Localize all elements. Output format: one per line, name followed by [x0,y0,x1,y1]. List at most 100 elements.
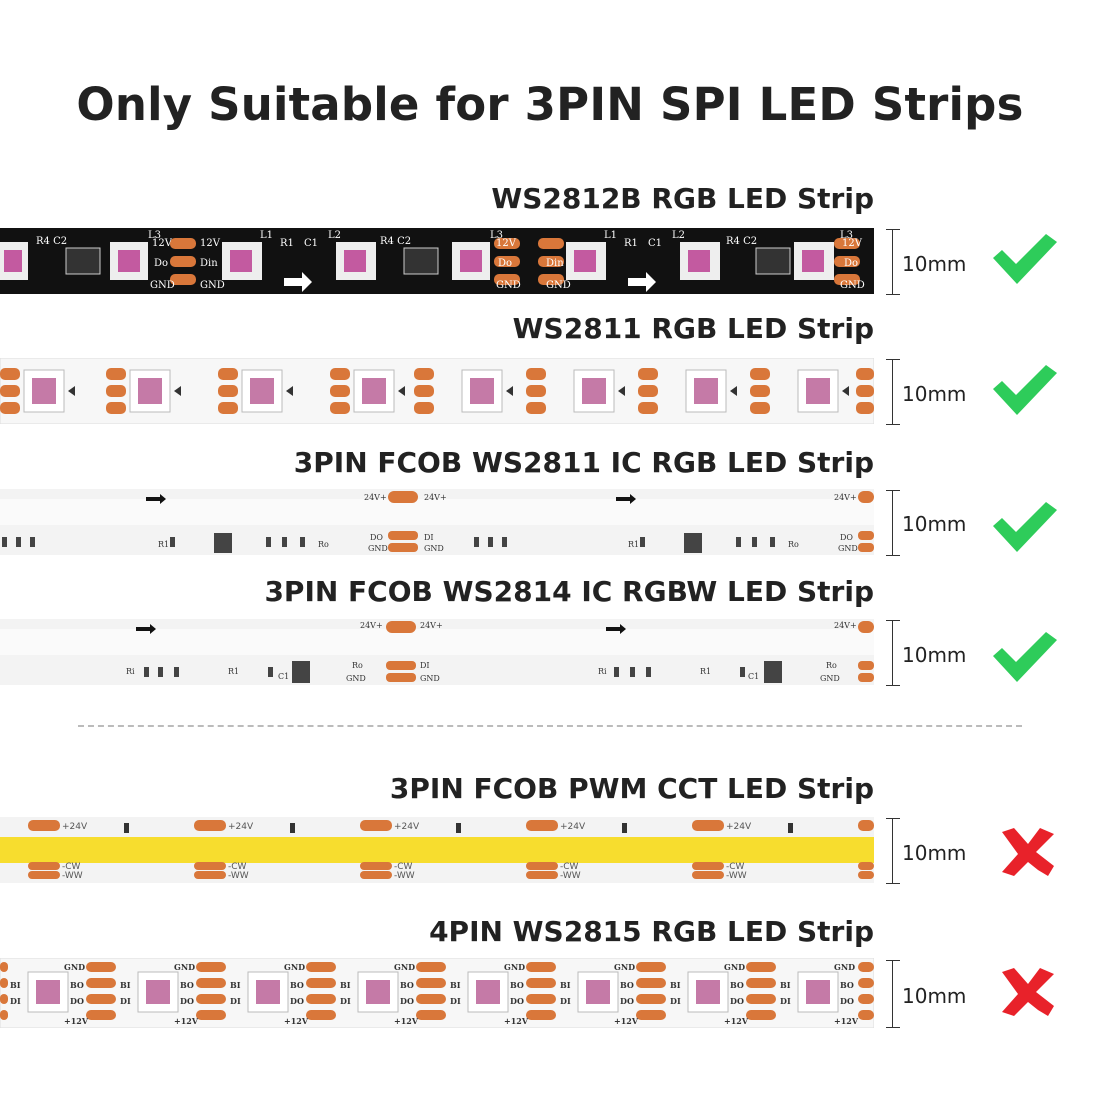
svg-text:BI: BI [120,980,131,990]
strip-label-fcob-cct: 3PIN FCOB PWM CCT LED Strip [389,772,874,805]
svg-text:DI: DI [670,996,681,1006]
svg-text:Ro: Ro [826,661,837,670]
svg-text:-WW: -WW [394,871,415,881]
svg-text:GND: GND [504,962,525,972]
svg-text:L3: L3 [148,230,161,241]
svg-text:GND: GND [838,544,858,553]
svg-text:BI: BI [450,980,461,990]
svg-text:-CW: -CW [62,862,81,872]
green-check-icon [990,232,1060,288]
svg-text:BI: BI [670,980,681,990]
svg-text:L1: L1 [260,230,273,241]
svg-text:C1: C1 [748,672,759,681]
svg-text:DO: DO [510,996,524,1006]
svg-text:+24V: +24V [726,822,752,832]
svg-text:BO: BO [180,980,194,990]
svg-text:BI: BI [560,980,571,990]
svg-text:+24V: +24V [228,822,254,832]
svg-text:GND: GND [420,674,440,683]
svg-text:12V: 12V [152,238,173,249]
svg-text:BO: BO [730,980,744,990]
svg-text:+12V: +12V [834,1016,859,1026]
width-dimension-bracket [886,620,900,686]
svg-text:+12V: +12V [724,1016,749,1026]
svg-text:-CW: -CW [394,862,413,872]
svg-text:DO: DO [370,533,383,542]
svg-text:R1: R1 [158,540,169,549]
svg-text:C1: C1 [304,238,318,249]
svg-text:+24V: +24V [560,822,586,832]
width-dimension-bracket [886,818,900,884]
svg-text:Ro: Ro [318,540,329,549]
svg-text:R4 C2: R4 C2 [36,236,67,247]
strip-label-ws2812b: WS2812B RGB LED Strip [491,182,874,215]
svg-text:DO: DO [70,996,84,1006]
svg-text:L3: L3 [840,230,853,241]
svg-text:DO: DO [400,996,414,1006]
svg-text:C1: C1 [278,672,289,681]
svg-text:Din: Din [546,258,564,269]
svg-text:DI: DI [424,533,434,542]
red-cross-icon [998,826,1058,878]
svg-text:Do: Do [154,258,168,269]
svg-text:R4 C2: R4 C2 [726,236,757,247]
svg-text:Do: Do [498,258,512,269]
svg-text:BO: BO [840,980,854,990]
svg-text:BO: BO [70,980,84,990]
svg-text:DI: DI [120,996,131,1006]
svg-text:+12V: +12V [174,1016,199,1026]
svg-text:+12V: +12V [614,1016,639,1026]
svg-text:+24V: +24V [62,822,88,832]
svg-text:DO: DO [840,533,853,542]
svg-text:GND: GND [200,280,225,291]
svg-text:DI: DI [340,996,351,1006]
svg-text:Ri: Ri [126,667,135,676]
svg-text:GND: GND [614,962,635,972]
width-dimension-text: 10mm [902,382,967,406]
svg-text:+12V: +12V [64,1016,89,1026]
svg-text:24V+: 24V+ [424,493,447,502]
svg-text:DO: DO [180,996,194,1006]
svg-text:+12V: +12V [394,1016,419,1026]
svg-text:BO: BO [290,980,304,990]
svg-text:DO: DO [290,996,304,1006]
svg-text:R4 C2: R4 C2 [380,236,411,247]
strip-image-ws2811 [0,358,874,424]
width-dimension-text: 10mm [902,841,967,865]
svg-text:24V+: 24V+ [834,493,857,502]
svg-text:Do: Do [844,258,858,269]
svg-text:Ro: Ro [788,540,799,549]
svg-text:-CW: -CW [560,862,579,872]
svg-text:+12V: +12V [504,1016,529,1026]
svg-text:-CW: -CW [726,862,745,872]
svg-text:GND: GND [64,962,85,972]
svg-text:24V+: 24V+ [834,621,857,630]
svg-text:L1: L1 [604,230,617,241]
svg-text:GND: GND [820,674,840,683]
svg-text:R1: R1 [628,540,639,549]
svg-text:-WW: -WW [62,871,83,881]
svg-text:GND: GND [496,280,521,291]
width-dimension-bracket [886,490,900,556]
svg-text:DO: DO [730,996,744,1006]
svg-text:L2: L2 [672,230,685,241]
svg-text:Ri: Ri [598,667,607,676]
svg-text:GND: GND [424,544,444,553]
strip-label-fcob-ws2814: 3PIN FCOB WS2814 IC RGBW LED Strip [264,575,874,608]
svg-text:Ro: Ro [352,661,363,670]
green-check-icon [990,500,1060,556]
svg-text:-WW: -WW [228,871,249,881]
svg-text:BI: BI [340,980,351,990]
width-dimension-bracket [886,960,900,1028]
svg-text:DI: DI [10,996,21,1006]
svg-text:-CW: -CW [228,862,247,872]
svg-text:GND: GND [150,280,175,291]
svg-text:L2: L2 [328,230,341,241]
svg-text:GND: GND [724,962,745,972]
svg-text:BI: BI [780,980,791,990]
svg-text:R1: R1 [228,667,239,676]
green-check-icon [990,630,1060,686]
